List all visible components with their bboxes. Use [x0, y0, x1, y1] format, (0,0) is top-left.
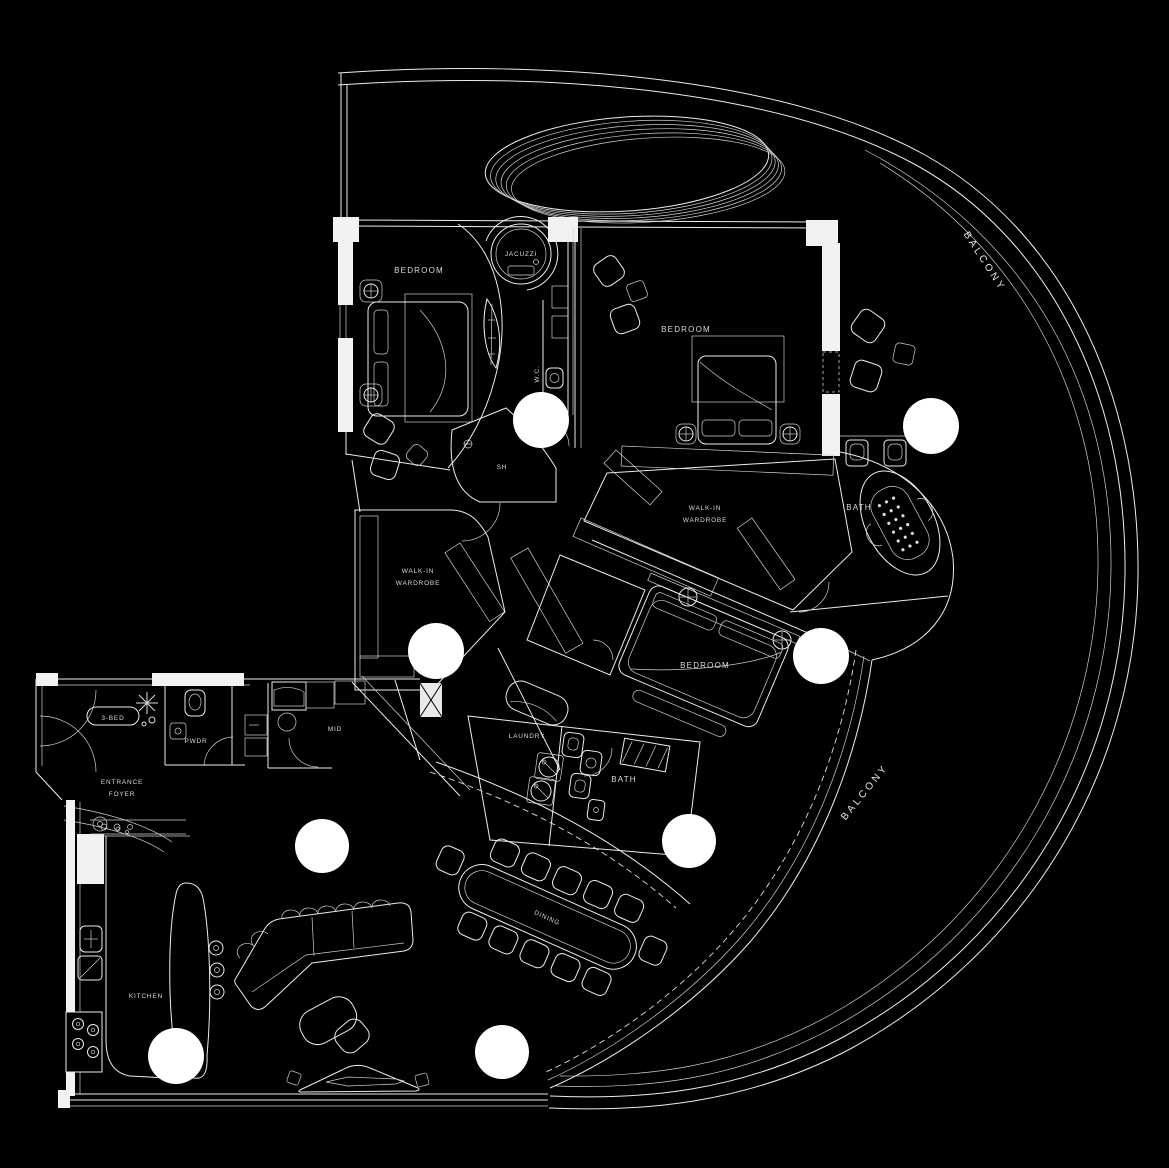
label-entrance-2: FOYER — [109, 791, 135, 798]
corridor-closets — [444, 517, 720, 676]
column — [793, 628, 849, 684]
label-walkin-centre-1: WALK-IN — [689, 505, 721, 512]
glass-boundary — [429, 649, 873, 1089]
column — [295, 819, 349, 873]
label-dining: DINING — [533, 909, 561, 927]
entrance-block: 3-BED PWDR MID — [35, 673, 471, 853]
label-walkin-left-2: WARDROBE — [396, 580, 440, 587]
label-bedroom-2: BEDROOM — [661, 325, 711, 334]
label-unit-badge: 3-BED — [101, 715, 124, 722]
bedroom-1: BEDROOM — [338, 219, 503, 513]
column — [513, 392, 569, 448]
label-jacuzzi: JACUZZI — [505, 251, 537, 258]
right-glazing — [822, 243, 840, 456]
label-bath-2: BATH — [611, 775, 637, 784]
maid-room: MID — [244, 680, 366, 769]
label-wc: W.C. — [534, 365, 541, 382]
column — [148, 1028, 204, 1084]
column — [475, 1025, 529, 1079]
label-entrance-1: ENTRANCE — [101, 779, 143, 786]
label-bedroom-master: BEDROOM — [680, 661, 730, 670]
walkin-wardrobe-left: WALK-IN WARDROBE — [354, 509, 506, 691]
label-bedroom-1: BEDROOM — [394, 266, 444, 275]
label-bath-master: BATH — [846, 503, 872, 512]
label-shower: SH — [497, 464, 508, 471]
master-bath: BATH — [789, 435, 955, 661]
kitchen: KITCHEN — [65, 800, 225, 1096]
column — [662, 814, 716, 868]
top-wall — [333, 217, 838, 246]
label-balcony-top: BALCONY — [961, 230, 1008, 294]
label-maid: MID — [328, 726, 342, 733]
dining-set: DINING — [435, 838, 668, 996]
label-laundry: LAUNDRY — [509, 733, 546, 740]
laundry-bath-block: LAUNDRY BATH — [467, 715, 701, 857]
jacuzzi: JACUZZI — [485, 216, 559, 291]
bedroom-2: BEDROOM — [574, 228, 916, 448]
living-room — [234, 899, 430, 1093]
label-balcony-right: BALCONY — [839, 762, 891, 822]
duct-shaft — [419, 682, 443, 718]
label-kitchen: KITCHEN — [129, 993, 163, 1000]
label-powder: PWDR — [184, 738, 207, 745]
bottom-wall — [58, 1090, 548, 1108]
plant-icon — [136, 692, 158, 727]
label-walkin-left-1: WALK-IN — [402, 568, 434, 575]
powder-room: PWDR — [164, 683, 245, 767]
columns — [148, 392, 959, 1084]
oval-canopy-feature — [484, 115, 786, 224]
column — [903, 398, 959, 454]
master-bedroom: BEDROOM — [497, 539, 871, 771]
walkin-wardrobe-centre: WALK-IN WARDROBE — [583, 445, 853, 611]
balcony-outer-rail — [337, 68, 1139, 1110]
label-walkin-centre-2: WARDROBE — [683, 517, 727, 524]
column — [408, 623, 464, 679]
